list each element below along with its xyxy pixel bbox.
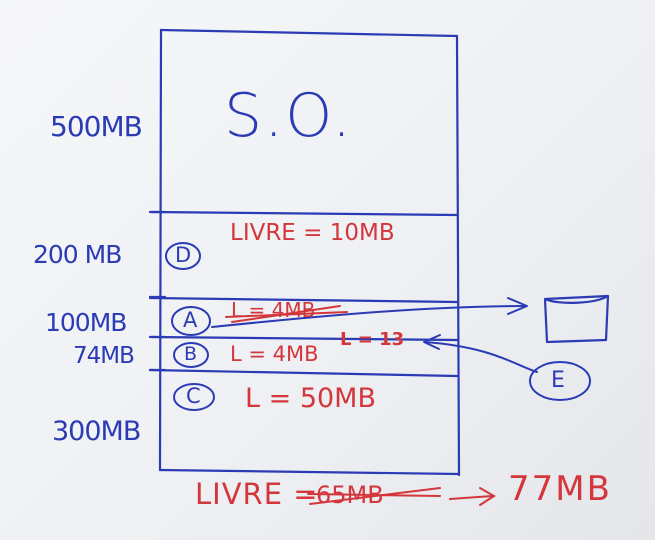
swap-out-arrow-head xyxy=(507,297,528,315)
memory-right-border xyxy=(455,34,461,477)
arrows xyxy=(211,297,538,373)
partition-c-note: L = 50MB xyxy=(245,383,377,414)
process-d-circle xyxy=(165,242,201,270)
free-total-new-value: 77MB xyxy=(508,469,612,509)
a-note-strikethrough xyxy=(225,305,348,323)
process-e-circle xyxy=(529,361,591,401)
partition-divider-b xyxy=(148,368,459,378)
process-circles xyxy=(165,242,591,411)
swap-in-arrow-head xyxy=(423,334,441,350)
partition-divider-d xyxy=(148,296,459,304)
process-b-circle xyxy=(173,342,209,368)
process-a-label: A xyxy=(183,308,198,332)
strikethroughs xyxy=(225,305,496,506)
process-c-label: C xyxy=(186,384,201,408)
process-c-circle xyxy=(173,383,215,411)
process-b-label: B xyxy=(184,343,198,365)
os-size-label: 500MB xyxy=(50,110,143,143)
partition-divider-os xyxy=(150,210,459,217)
partition-divider-a xyxy=(150,335,459,342)
total-arrow-head xyxy=(479,487,496,506)
disk-box xyxy=(543,294,610,344)
memory-left-border xyxy=(158,28,163,472)
partition-d-size-label: 200 MB xyxy=(33,240,122,269)
partition-a-note-crossed: L = 4MB xyxy=(231,298,316,322)
partition-b-size-label: 74MB xyxy=(73,343,135,369)
partition-a-correction: L = 13 xyxy=(340,329,405,350)
free-total-label: LIVRE = xyxy=(195,477,319,511)
memory-column xyxy=(148,28,461,477)
process-d-label: D xyxy=(175,243,192,267)
tick-marks xyxy=(148,210,167,372)
total-arrow xyxy=(449,495,493,500)
free-total-old-value: 65MB xyxy=(316,481,384,509)
partition-c-size-label: 300MB xyxy=(52,416,141,447)
partition-b-note: L = 4MB xyxy=(230,342,319,366)
partition-d-note: LIVRE = 10MB xyxy=(230,220,395,246)
memory-bottom-border xyxy=(158,468,461,476)
os-title: S.O. xyxy=(224,81,354,151)
old-free-strikethrough xyxy=(307,487,441,505)
process-e-label: E xyxy=(551,368,565,393)
process-a-circle xyxy=(171,306,211,336)
memory-top-border xyxy=(159,28,459,38)
swap-out-arrow xyxy=(211,305,526,328)
swap-in-arrow xyxy=(424,341,538,373)
partition-a-size-label: 100MB xyxy=(45,308,127,337)
